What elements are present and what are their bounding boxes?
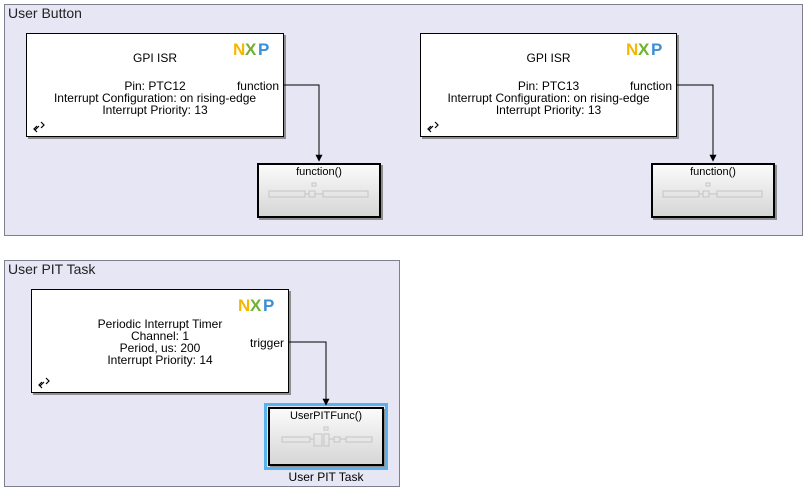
area-title: User Button: [8, 5, 82, 21]
library-link-icon: [38, 377, 50, 389]
svg-text:X: X: [638, 40, 650, 58]
svg-text:N: N: [238, 296, 250, 314]
library-link-icon: [427, 121, 439, 133]
library-link-icon: [33, 121, 45, 133]
subsystem-label: UserPITFunc(): [289, 410, 363, 422]
block-name: GPI ISR: [526, 51, 571, 65]
svg-text:X: X: [245, 40, 257, 58]
interrupt-priority-text: Interrupt Priority: 13: [102, 103, 208, 117]
channel-text: Channel: 1: [130, 329, 190, 343]
user-pit-func-subsystem[interactable]: UserPITFunc(): [264, 403, 388, 470]
period-text: Period, us: 200: [119, 341, 201, 355]
output-port-label: function: [236, 79, 279, 93]
svg-text:P: P: [263, 296, 274, 314]
nxp-logo: N X P: [238, 296, 274, 314]
nxp-logo: N X P: [233, 40, 269, 58]
interrupt-config-text: Interrupt Configuration: on rising-edge: [53, 91, 257, 105]
interrupt-priority-text: Interrupt Priority: 13: [495, 103, 602, 117]
area-title: User PIT Task: [8, 261, 96, 277]
signal-line-trigger[interactable]: [289, 341, 330, 406]
subsystem-block-name: User PIT Task: [288, 470, 364, 484]
svg-text:N: N: [626, 40, 638, 58]
svg-text:X: X: [250, 296, 262, 314]
output-port-label: function: [629, 79, 672, 93]
svg-text:P: P: [258, 40, 269, 58]
gpi-isr-block-right[interactable]: N X P GPI ISR Pin: PTC13 Interrupt Confi…: [420, 33, 677, 137]
nxp-logo: N X P: [626, 40, 662, 58]
subsystem-label: function(): [296, 166, 342, 178]
periodic-interrupt-timer-block[interactable]: N X P Periodic Interrupt Timer Channel: …: [31, 289, 289, 393]
pin-text: Pin: PTC13: [517, 79, 580, 93]
signal-line-function-right[interactable]: [677, 84, 717, 162]
interrupt-priority-text: Interrupt Priority: 14: [107, 353, 213, 367]
block-name: GPI ISR: [132, 51, 177, 65]
svg-text:P: P: [651, 40, 662, 58]
subsystem-label: function(): [690, 166, 736, 178]
function-subsystem-right[interactable]: function(): [651, 163, 775, 218]
subsystem-preview-icon: [268, 182, 369, 198]
svg-text:N: N: [233, 40, 245, 58]
block-name: Periodic Interrupt Timer: [97, 317, 223, 331]
signal-line-function-left[interactable]: [284, 84, 323, 162]
pin-text: Pin: PTC12: [124, 79, 186, 93]
subsystem-preview-icon: [662, 182, 763, 198]
subsystem-preview-icon: [281, 426, 373, 447]
interrupt-config-text: Interrupt Configuration: on rising-edge: [447, 91, 650, 105]
gpi-isr-block-left[interactable]: N X P GPI ISR Pin: PTC12 Interrupt Confi…: [26, 33, 284, 137]
output-port-label: trigger: [249, 336, 284, 350]
function-subsystem-left[interactable]: function(): [257, 163, 381, 218]
